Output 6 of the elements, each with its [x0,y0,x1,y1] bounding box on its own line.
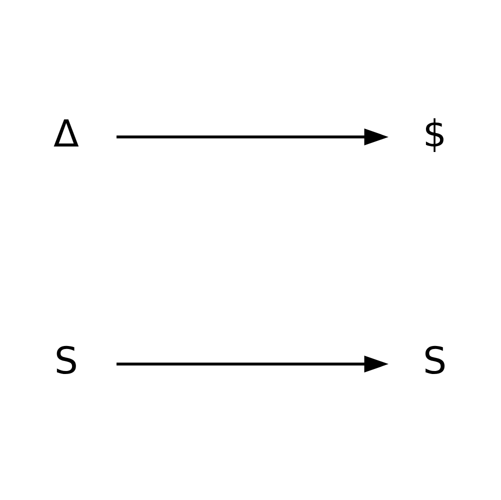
node-text: Δ [53,110,79,155]
node-text: S [422,338,447,382]
arrow [116,128,388,145]
node-text: S [54,338,78,382]
node-text: $ [422,110,447,155]
arrow [116,355,388,372]
